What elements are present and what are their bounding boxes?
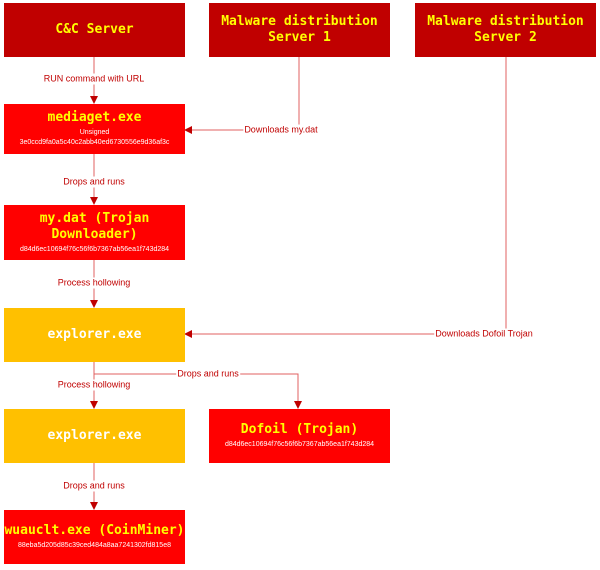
label-process-hollowing-2: Process hollowing	[56, 379, 132, 391]
arrow-dist1-to-mediaget	[184, 57, 300, 134]
label-drops-runs-2: Drops and runs	[176, 368, 240, 380]
dofoil-node: Dofoil (Trojan) d84d6ec10694f76c56f6b736…	[209, 409, 390, 463]
mydat-title: my.dat (Trojan Downloader)	[39, 210, 150, 242]
distribution-server-2-node: Malware distribution Server 2	[415, 3, 596, 57]
dofoil-hash: d84d6ec10694f76c56f6b7367ab56ea1f743d284	[224, 441, 375, 448]
label-run-command: RUN command with URL	[42, 73, 146, 85]
distribution-server-1-node: Malware distribution Server 1	[209, 3, 390, 57]
explorer-2-node: explorer.exe	[4, 409, 185, 463]
dofoil-title: Dofoil (Trojan)	[240, 422, 359, 437]
mediaget-signature: Unsigned	[79, 129, 110, 136]
explorer-1-title: explorer.exe	[47, 327, 142, 342]
label-process-hollowing-1: Process hollowing	[56, 277, 132, 289]
mydat-node: my.dat (Trojan Downloader) d84d6ec10694f…	[4, 205, 185, 260]
mediaget-hash: 3e0ccd9fa0a5c40c2abb40ed6730556e9d36af3c	[19, 139, 170, 146]
label-drops-runs-1: Drops and runs	[62, 176, 126, 188]
label-downloads-mydat: Downloads my.dat	[243, 124, 319, 136]
arrow-explorer1-to-dofoil	[94, 373, 302, 409]
explorer-2-title: explorer.exe	[47, 428, 142, 443]
mediaget-node: mediaget.exe Unsigned 3e0ccd9fa0a5c40c2a…	[4, 104, 185, 154]
mydat-hash: d84d6ec10694f76c56f6b7367ab56ea1f743d284	[19, 245, 170, 253]
label-downloads-dofoil: Downloads Dofoil Trojan	[434, 328, 534, 340]
wuauclt-node: wuauclt.exe (CoinMiner) 88eba5d205d85c39…	[4, 510, 185, 564]
cnc-server-title: C&C Server	[55, 22, 134, 37]
mediaget-title: mediaget.exe	[47, 110, 142, 125]
cnc-server-node: C&C Server	[4, 3, 185, 57]
distribution-server-2-title: Malware distribution Server 2	[427, 14, 584, 45]
explorer-1-node: explorer.exe	[4, 308, 185, 362]
label-drops-runs-3: Drops and runs	[62, 480, 126, 492]
wuauclt-title: wuauclt.exe (CoinMiner)	[4, 523, 185, 538]
arrow-dist2-to-explorer1	[184, 57, 507, 338]
wuauclt-hash: 88eba5d205d85c39ced484a8aa7241302fd815e8	[18, 542, 171, 549]
distribution-server-1-title: Malware distribution Server 1	[221, 14, 378, 45]
